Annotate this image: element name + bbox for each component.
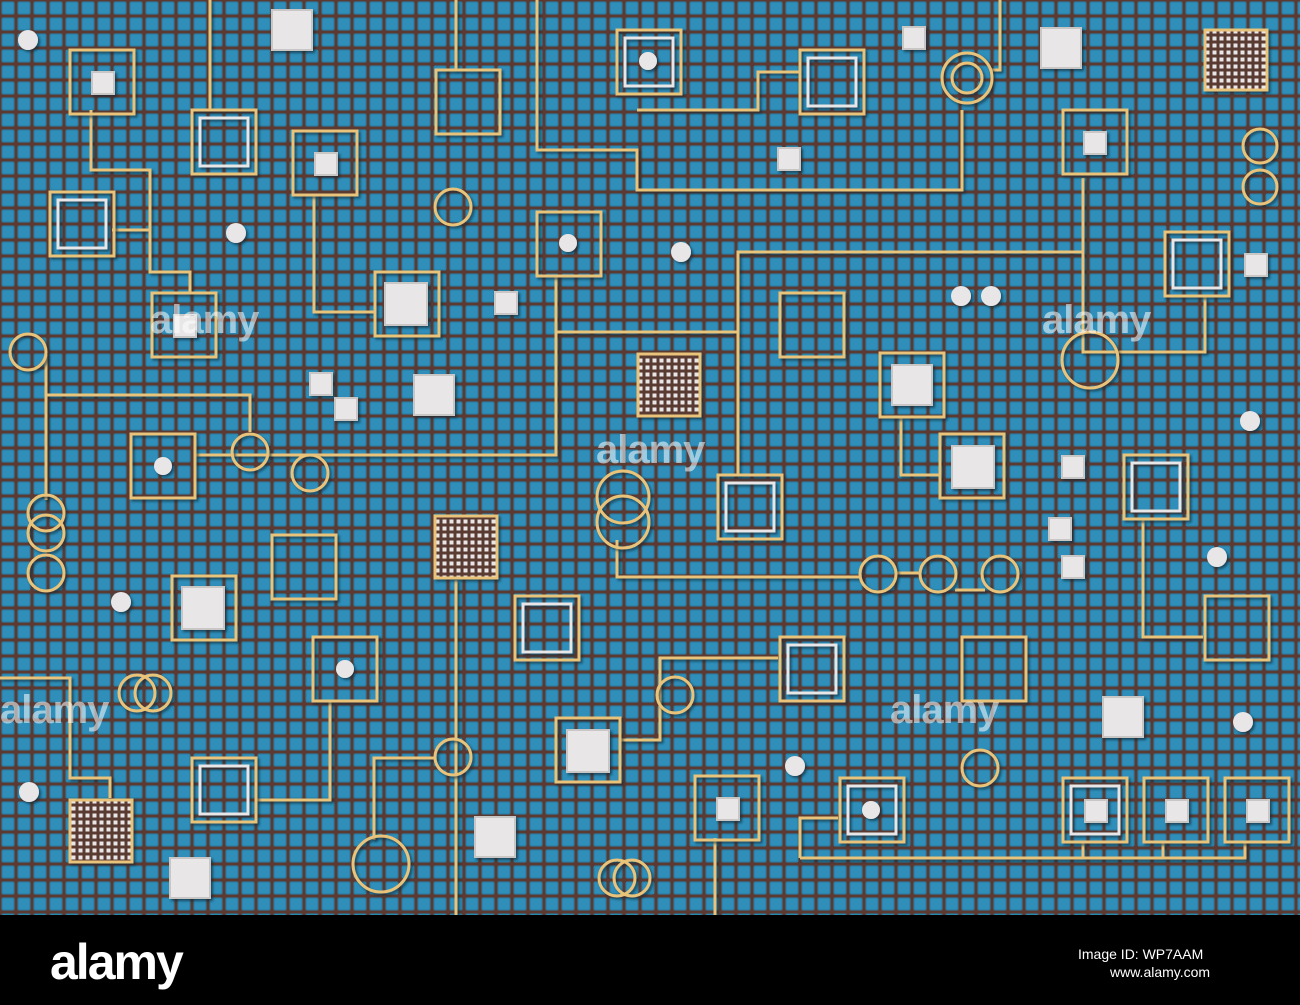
circuit-pattern-image: alamy alamy alamy alamy alamy bbox=[0, 0, 1300, 915]
traces bbox=[0, 0, 1247, 915]
watermark-3: alamy bbox=[596, 428, 705, 472]
mesh-chips bbox=[68, 28, 1269, 864]
image-id-text: Image ID: WP7AAM bbox=[1078, 946, 1204, 962]
footer-bar: alamy bbox=[0, 915, 1300, 1005]
trace-circles bbox=[8, 51, 1279, 898]
watermark-5: alamy bbox=[890, 688, 999, 732]
trace-boxes bbox=[48, 28, 1291, 844]
circuit-board-svg bbox=[0, 0, 1300, 915]
square-pads bbox=[91, 9, 1270, 899]
site-url-text: www.alamy.com bbox=[1110, 964, 1211, 980]
double-frames bbox=[56, 36, 1223, 836]
watermark-2: alamy bbox=[1042, 298, 1151, 342]
watermark-4: alamy bbox=[0, 688, 109, 732]
watermark-1: alamy bbox=[150, 298, 259, 342]
round-pads bbox=[18, 30, 1260, 819]
footer-logo: alamy bbox=[50, 934, 184, 990]
